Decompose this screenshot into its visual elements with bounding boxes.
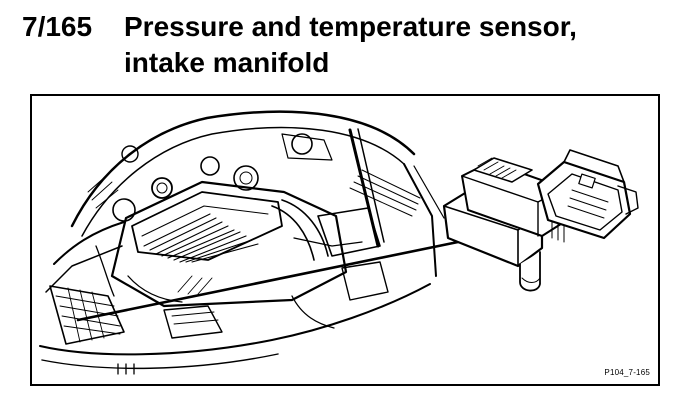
page-title-line-2: intake manifold [124, 47, 330, 78]
section-number: 7/165 [22, 11, 93, 42]
engine-bay-illustration [39, 110, 445, 375]
leader-line [76, 240, 460, 322]
sensor-illustration [442, 149, 639, 292]
illustration-frame: P104_7-165 [30, 94, 660, 386]
page-title-line-1: Pressure and temperature sensor, [124, 11, 577, 42]
technical-illustration [39, 110, 639, 375]
heading: 7/165 Pressure and temperature sensor, i… [22, 10, 672, 82]
figure-reference-code: P104_7-165 [604, 368, 650, 377]
